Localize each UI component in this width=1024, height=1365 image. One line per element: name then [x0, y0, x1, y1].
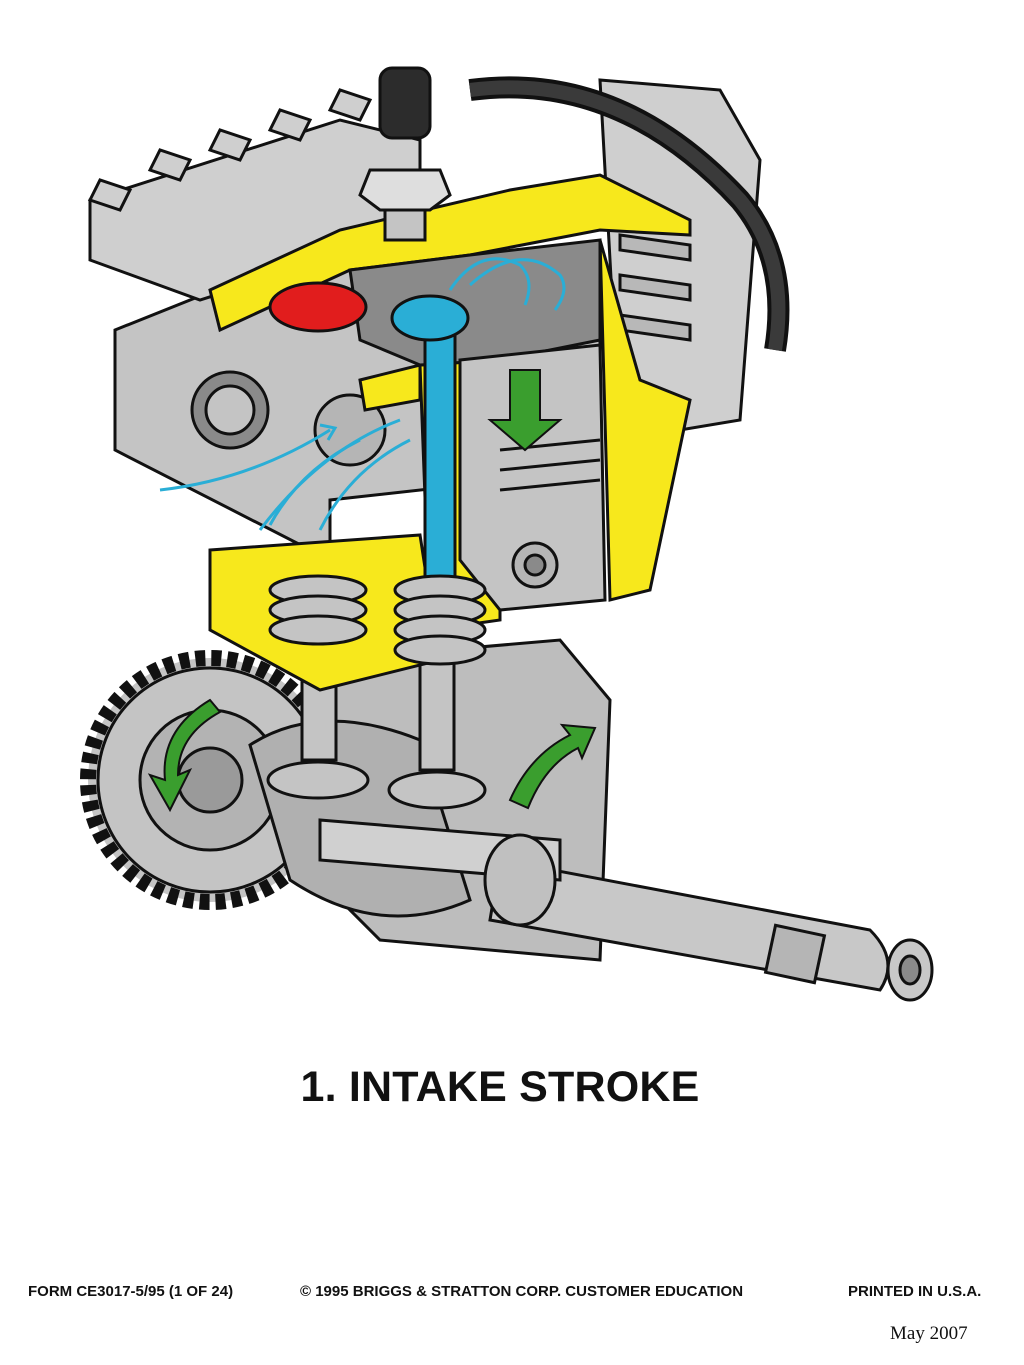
- crankshaft: [248, 638, 934, 1002]
- valve-springs: [268, 574, 487, 666]
- exhaust-valve: [268, 281, 368, 333]
- engine-cutaway-illustration: [80, 66, 934, 1002]
- piston: [458, 343, 607, 612]
- motion-arrows: [147, 369, 597, 813]
- spark-plug: [358, 66, 790, 352]
- valve-lifters: [266, 648, 487, 810]
- form-number: FORM CE3017-5/95 (1 OF 24): [28, 1283, 234, 1300]
- copyright-notice: © 1995 BRIGGS & STRATTON CORP. CUSTOMER …: [300, 1283, 744, 1300]
- date-label: May 2007: [890, 1323, 968, 1344]
- printed-in-label: PRINTED IN U.S.A.: [848, 1283, 982, 1300]
- page-title: 1. INTAKE STROKE: [300, 1063, 700, 1111]
- airflow-arrows: [159, 257, 566, 531]
